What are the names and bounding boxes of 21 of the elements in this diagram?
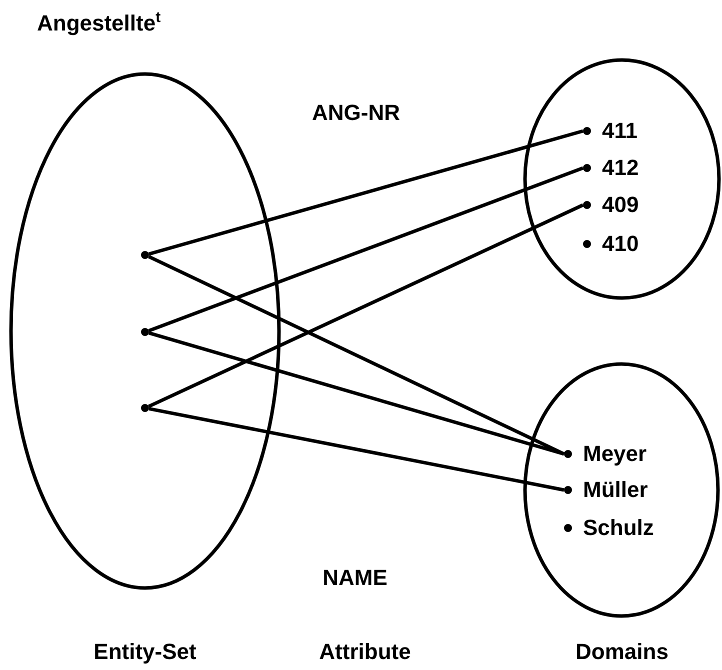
- entity-dot: [141, 251, 149, 259]
- domain-value: Meyer: [583, 443, 647, 465]
- attribute-name: NAME: [322, 567, 388, 589]
- column-caption: Attribute: [319, 641, 411, 663]
- entity-set-title: Angestellte$^{t}$: [37, 10, 161, 34]
- entity-dot: [141, 404, 149, 412]
- domain-value: 410: [602, 233, 639, 255]
- entity-dot: [141, 328, 149, 336]
- attribute-name: ANG-NR: [312, 102, 400, 124]
- domain-value: Schulz: [583, 517, 654, 539]
- domain-value: 412: [602, 157, 639, 179]
- domain-value: 411: [602, 120, 638, 142]
- column-caption: Domains: [576, 641, 668, 663]
- connector-line: [148, 331, 564, 456]
- connector-line: [148, 129, 584, 256]
- domain-value: Müller: [583, 479, 648, 501]
- column-caption: Entity-Set: [94, 641, 196, 663]
- connector-line: [148, 406, 564, 492]
- connector-line: [148, 166, 584, 332]
- connector-line: [148, 203, 584, 408]
- domain-value: 409: [602, 194, 639, 216]
